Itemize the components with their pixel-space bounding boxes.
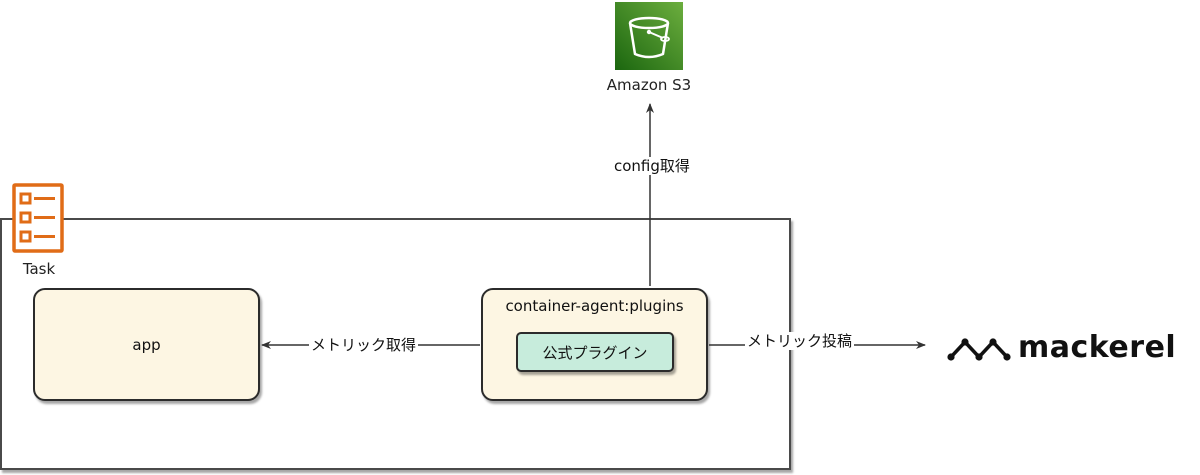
s3-bucket-icon: [615, 2, 683, 70]
official-plugin-box[interactable]: 公式プラグイン: [516, 332, 674, 372]
s3-label: Amazon S3: [606, 76, 692, 94]
metric-post-edge-label: メトリック投稿: [745, 332, 855, 350]
mackerel-logo-icon: [947, 338, 1011, 361]
app-label: app: [132, 335, 161, 354]
task-label: Task: [22, 260, 56, 278]
container-agent-label: container-agent:plugins: [505, 297, 684, 315]
config-edge-label: config取得: [612, 157, 692, 175]
task-list-icon: [10, 182, 66, 254]
official-plugin-label: 公式プラグイン: [542, 343, 648, 362]
mackerel-wordmark: mackerel: [1018, 330, 1177, 365]
app-box[interactable]: app: [33, 288, 260, 401]
metric-get-edge-label: メトリック取得: [309, 336, 419, 354]
mackerel-logo: mackerel: [946, 327, 1186, 371]
container-agent-box[interactable]: container-agent:plugins 公式プラグイン: [481, 288, 708, 401]
